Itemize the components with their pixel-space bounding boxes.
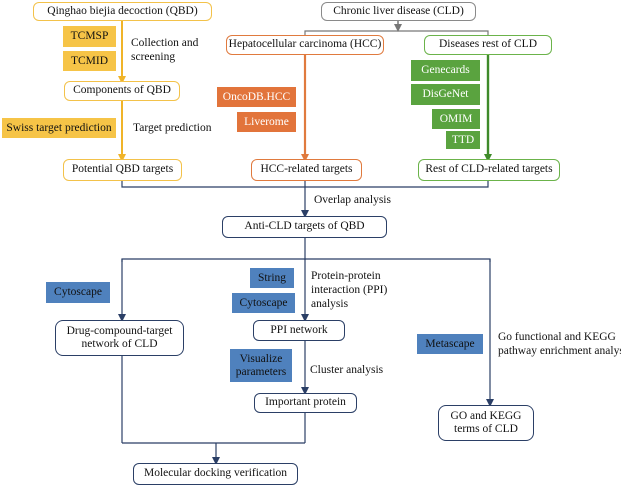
branch-line (121, 258, 491, 262)
target-prediction-label: Target prediction (133, 122, 212, 134)
tcmsp-tag: TCMSP (63, 26, 116, 47)
cytoscape-left-tag: Cytoscape (46, 282, 110, 303)
important-protein-box: Important protein (254, 393, 357, 413)
swiss-tag: Swiss target prediction (2, 118, 116, 138)
oncodb-tag: OncoDB.HCC (217, 87, 296, 107)
components-box: Components of QBD (64, 81, 180, 101)
go-kegg-analysis-label: Go functional and KEGG pathway enrichmen… (498, 331, 621, 357)
cld-box: Chronic liver disease (CLD) (321, 2, 476, 21)
qbd-box: Qinghao biejia decoction (QBD) (33, 2, 212, 21)
metascape-tag: Metascape (417, 334, 483, 354)
cytoscape-mid-tag: Cytoscape (232, 293, 295, 313)
cld-split-line (304, 30, 489, 35)
ttd-tag: TTD (446, 131, 480, 149)
rest-cld-box: Diseases rest of CLD (424, 35, 552, 55)
omim-tag: OMIM (432, 109, 480, 129)
go-kegg-box: GO and KEGG terms of CLD (438, 405, 534, 441)
liverome-tag: Liverome (237, 112, 296, 132)
ppi-analysis-label: Protein-protein interaction (PPI) analys… (311, 270, 388, 310)
tcmid-tag: TCMID (63, 51, 116, 71)
string-tag: String (250, 268, 294, 288)
genecards-tag: Genecards (411, 60, 480, 81)
visualize-tag: Visualize parameters (230, 349, 292, 382)
overlap-label: Overlap analysis (314, 194, 391, 206)
disgenet-tag: DisGeNet (411, 84, 480, 105)
hcc-box: Hepatocellular carcinoma (HCC) (226, 35, 384, 55)
rest-targets-box: Rest of CLD-related targets (418, 159, 560, 181)
potential-targets-box: Potential QBD targets (63, 159, 182, 181)
ppi-network-box: PPI network (253, 320, 345, 341)
drug-network-box: Drug-compound-target network of CLD (55, 320, 184, 356)
anti-cld-box: Anti-CLD targets of QBD (222, 216, 387, 238)
hcc-targets-box: HCC-related targets (251, 159, 362, 181)
docking-box: Molecular docking verification (133, 463, 298, 485)
cluster-label: Cluster analysis (310, 364, 384, 376)
collection-label: Collection and screening (131, 37, 199, 63)
